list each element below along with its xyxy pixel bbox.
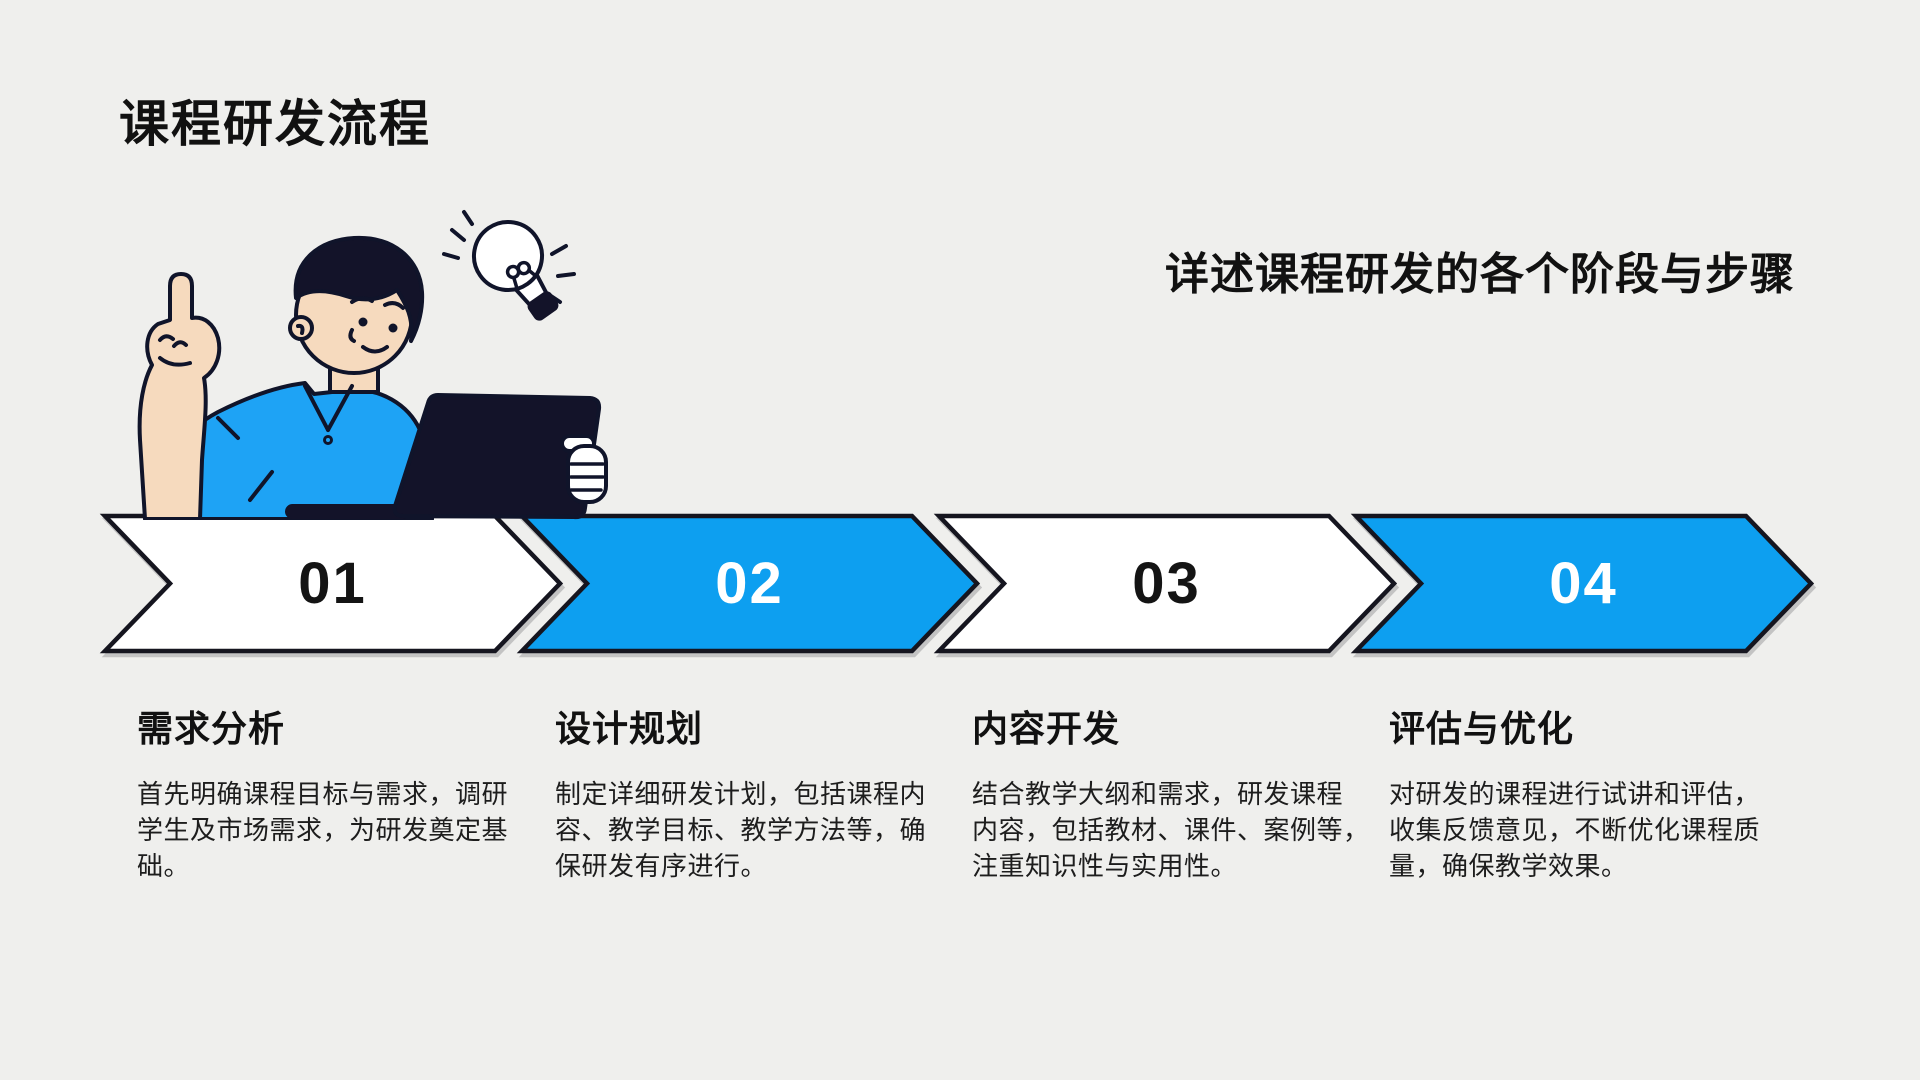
chevron-step-3	[933, 513, 1398, 654]
step-heading-1: 需求分析	[137, 708, 286, 749]
step-number-4: 04	[1549, 551, 1618, 616]
step-number-2: 02	[715, 551, 784, 616]
step-body-3: 结合教学大纲和需求，研发课程 内容，包括教材、课件、案例等， 注重知识性与实用性…	[972, 779, 1370, 881]
person-figure	[137, 235, 434, 520]
page-title: 课程研发流程	[119, 96, 431, 152]
step-body-2: 制定详细研发计划，包括课程内 容、教学目标、教学方法等，确 保研发有序进行。	[555, 779, 927, 881]
laptop-icon	[285, 393, 608, 520]
process-chevron-band	[99, 513, 1815, 654]
chevron-step-2	[516, 513, 981, 654]
lightbulb-icon	[442, 210, 576, 321]
step-heading-2: 设计规划	[555, 708, 704, 749]
step-body-4: 对研发的课程进行试讲和评估， 收集反馈意见，不断优化课程质 量，确保教学效果。	[1389, 779, 1761, 881]
step-number-3: 03	[1132, 551, 1201, 616]
chevron-step-4	[1350, 513, 1815, 654]
step-block-3: 内容开发 结合教学大纲和需求，研发课程 内容，包括教材、课件、案例等， 注重知识…	[972, 700, 1392, 884]
person-laptop-lightbulb-illustration	[137, 210, 608, 520]
step-body-1: 首先明确课程目标与需求，调研 学生及市场需求，为研发奠定基 础。	[137, 779, 509, 881]
step-number-1: 01	[298, 551, 367, 616]
step-block-2: 设计规划 制定详细研发计划，包括课程内 容、教学目标、教学方法等，确 保研发有序…	[555, 700, 975, 884]
step-heading-4: 评估与优化	[1389, 708, 1575, 749]
step-heading-3: 内容开发	[972, 708, 1121, 749]
slide-subtitle: 详述课程研发的各个阶段与步骤	[1165, 250, 1795, 299]
step-block-4: 评估与优化 对研发的课程进行试讲和评估， 收集反馈意见，不断优化课程质 量，确保…	[1389, 700, 1809, 884]
step-block-1: 需求分析 首先明确课程目标与需求，调研 学生及市场需求，为研发奠定基 础。	[137, 700, 557, 884]
